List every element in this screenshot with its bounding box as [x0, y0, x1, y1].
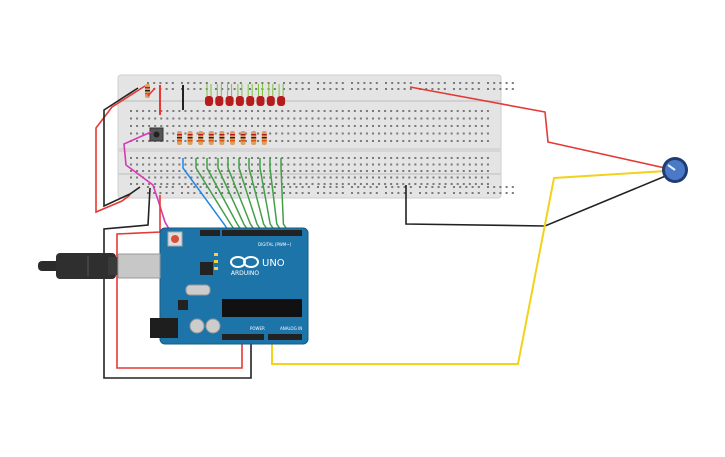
analog-header: [268, 334, 302, 340]
left-power-wires: [95, 85, 156, 214]
usb-port: [117, 253, 161, 279]
breadboard[interactable]: [117, 74, 514, 199]
resistor[interactable]: [230, 131, 235, 145]
resistor[interactable]: [240, 131, 246, 145]
resistor[interactable]: [187, 131, 193, 145]
arduino-logo: [230, 256, 259, 268]
potentiometer[interactable]: [662, 157, 688, 183]
signal-wire: [206, 158, 242, 231]
power-header: [222, 334, 264, 340]
resistor[interactable]: [177, 131, 182, 145]
resistor-group: [145, 84, 267, 145]
signal-wire: [195, 158, 236, 231]
arduino-power-wires: [103, 187, 252, 379]
regulator: [178, 300, 188, 310]
signal-wires: [182, 158, 289, 231]
capacitor-1: [189, 318, 205, 334]
led[interactable]: [205, 84, 213, 106]
power-label: POWER: [250, 326, 265, 331]
led[interactable]: [225, 84, 234, 106]
resistor[interactable]: [261, 131, 267, 145]
button-wire: [123, 131, 177, 242]
resistor[interactable]: [208, 131, 214, 145]
resistor[interactable]: [219, 131, 225, 145]
digital-header: [222, 230, 302, 236]
usb-cable: [38, 253, 120, 279]
signal-wire: [259, 158, 275, 231]
digital-label: DIGITAL (PWM~): [258, 242, 292, 247]
led[interactable]: [277, 84, 286, 106]
signal-wire: [217, 158, 249, 231]
signal-wire: [227, 158, 256, 231]
signal-wire: [248, 158, 269, 231]
power-jack: [150, 318, 178, 338]
signal-wire: [280, 158, 289, 231]
reset-button[interactable]: [171, 235, 179, 243]
pot-wires: [271, 86, 669, 365]
breadboard-jumpers: [159, 85, 184, 115]
push-button[interactable]: [149, 127, 164, 142]
led-group: [205, 84, 286, 106]
resistor[interactable]: [145, 84, 150, 98]
capacitor-2: [205, 318, 221, 334]
resistor[interactable]: [198, 131, 204, 145]
signal-wire: [238, 158, 262, 231]
analog-label: ANALOG IN: [280, 326, 302, 331]
arduino-uno-board[interactable]: ARDUINO UNO DIGITAL (PWM~) POWER ANALOG …: [117, 227, 309, 345]
signal-wire: [182, 158, 229, 231]
led[interactable]: [215, 84, 224, 106]
crystal: [185, 284, 211, 296]
led[interactable]: [235, 84, 244, 106]
atmega-chip: [222, 299, 302, 317]
led[interactable]: [266, 84, 275, 106]
signal-wire: [269, 158, 282, 231]
led[interactable]: [246, 84, 255, 106]
usb-chip: [200, 262, 213, 275]
led[interactable]: [256, 84, 265, 106]
resistor[interactable]: [251, 131, 257, 145]
model-label: UNO: [262, 258, 285, 269]
logo-text: ARDUINO: [231, 270, 260, 277]
